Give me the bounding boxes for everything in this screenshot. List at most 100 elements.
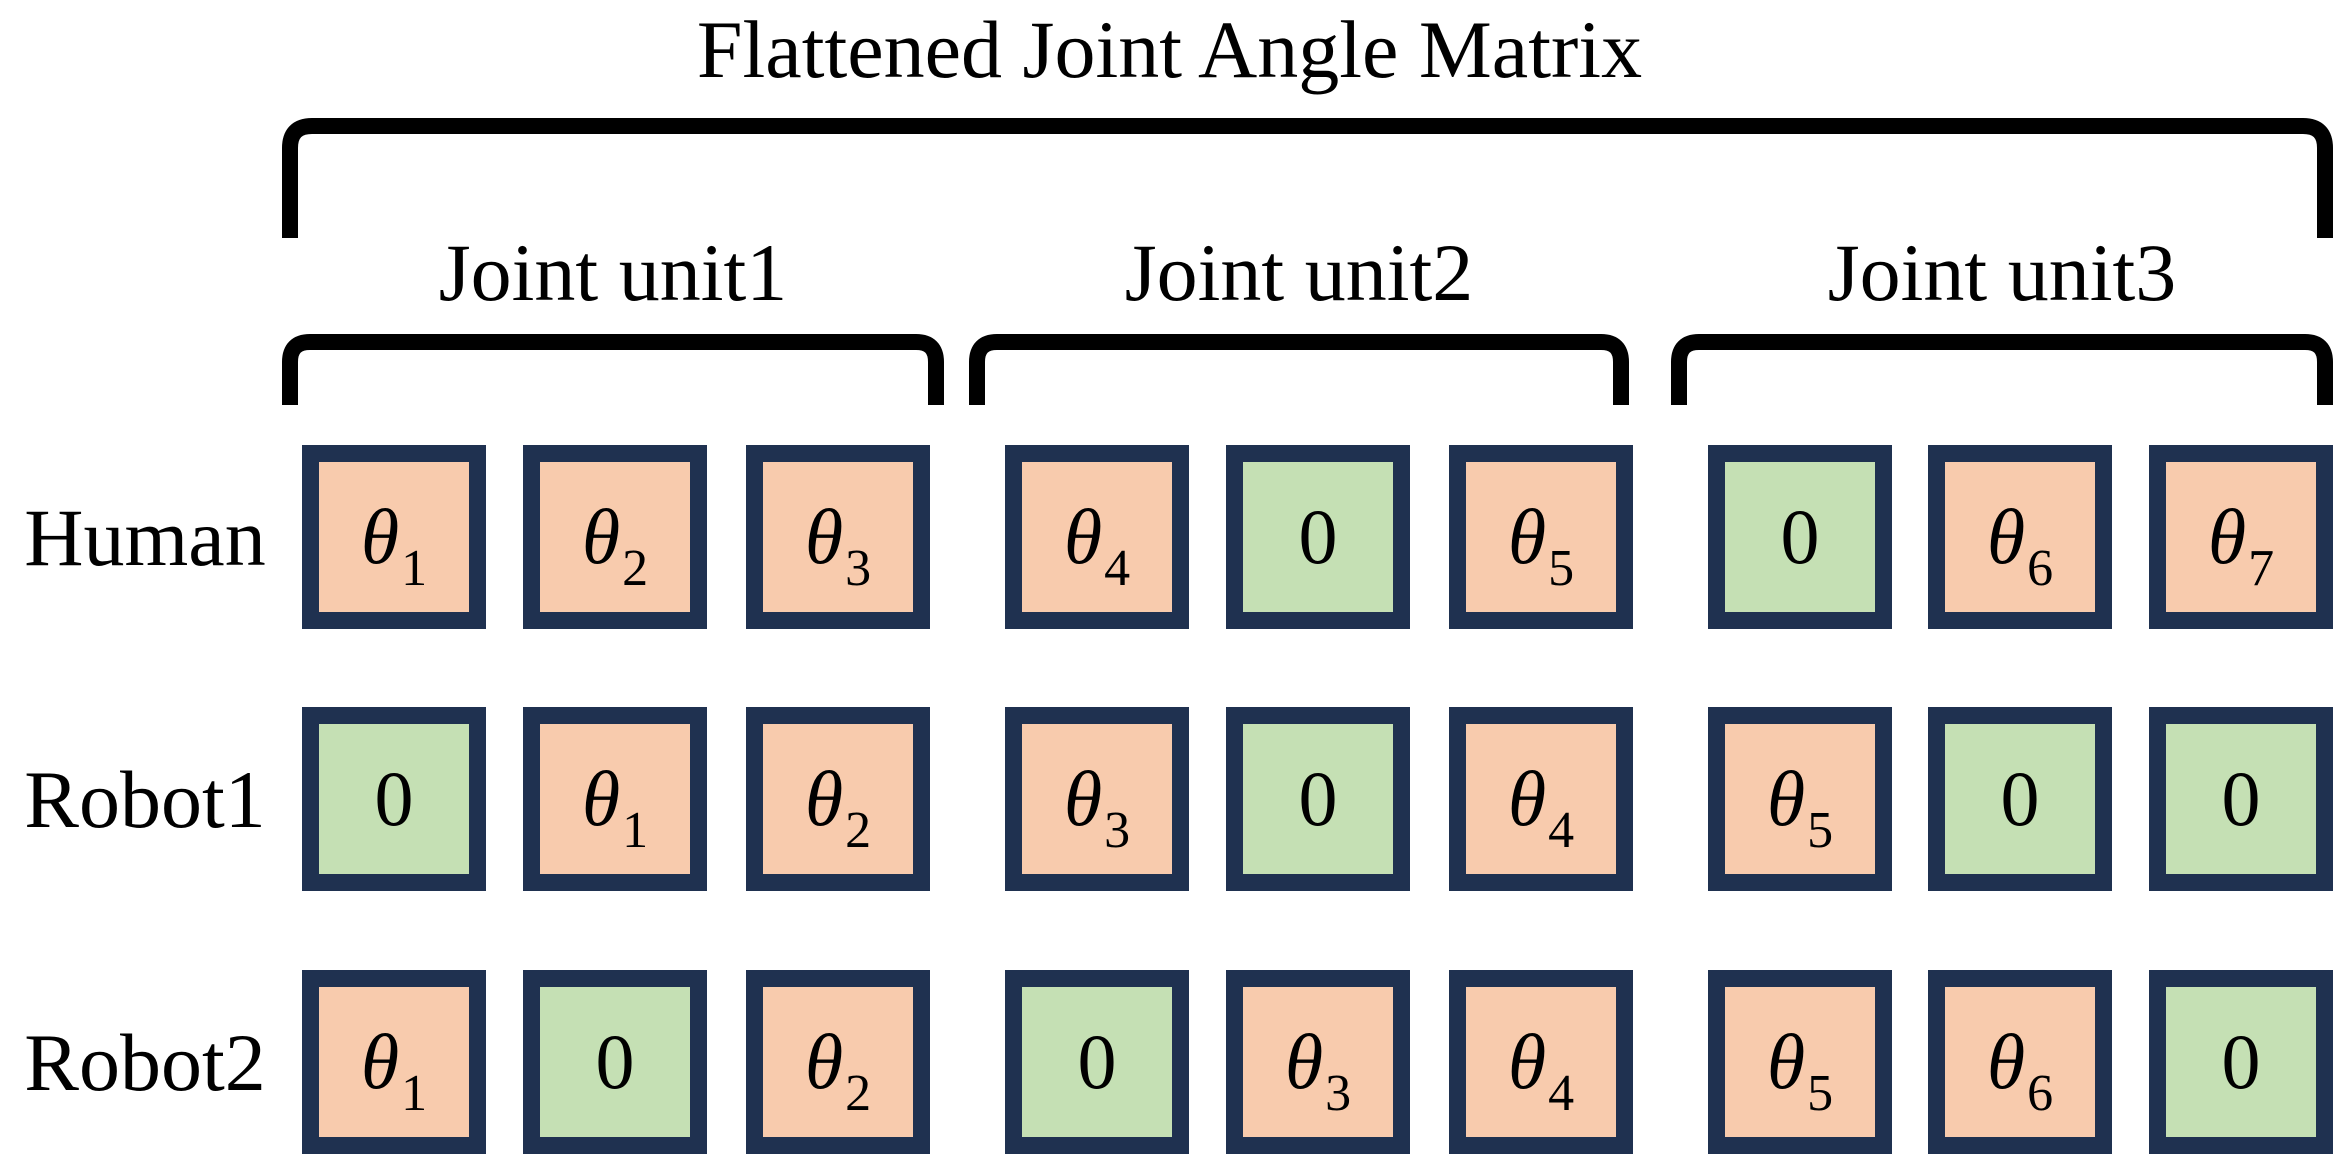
cell-value: 0 — [1078, 1023, 1117, 1101]
cell-value: θ2 — [582, 498, 648, 595]
cell-value: θ5 — [1767, 1023, 1833, 1120]
cell-robot2-8: θ6 — [1928, 970, 2112, 1154]
zero-value: 0 — [1077, 1018, 1117, 1105]
theta-symbol: θ — [1986, 1018, 2026, 1105]
theta-symbol: θ — [2207, 493, 2247, 580]
cell-value: θ4 — [1508, 760, 1574, 857]
cell-robot1-9: 0 — [2149, 707, 2333, 891]
unit-label-2: Joint unit2 — [1124, 227, 1474, 318]
theta-subscript: 4 — [1104, 540, 1131, 597]
theta-subscript: 6 — [2027, 540, 2054, 597]
theta-subscript: 5 — [1548, 540, 1575, 597]
cell-human-8: θ6 — [1928, 445, 2112, 629]
cell-human-4: θ4 — [1005, 445, 1189, 629]
cell-robot1-4: θ3 — [1005, 707, 1189, 891]
zero-value: 0 — [1298, 493, 1338, 580]
cell-human-6: θ5 — [1449, 445, 1633, 629]
row-label-robot2: Robot2 — [24, 1017, 266, 1108]
diagram-title: Flattened Joint Angle Matrix — [696, 4, 1643, 95]
cell-robot2-2: 0 — [523, 970, 707, 1154]
cell-value: θ3 — [1064, 760, 1130, 857]
cell-robot1-6: θ4 — [1449, 707, 1633, 891]
cell-robot2-4: 0 — [1005, 970, 1189, 1154]
zero-value: 0 — [2221, 755, 2261, 842]
cell-robot1-8: 0 — [1928, 707, 2112, 891]
cell-robot2-6: θ4 — [1449, 970, 1633, 1154]
cell-human-7: 0 — [1708, 445, 1892, 629]
theta-subscript: 2 — [845, 802, 872, 859]
theta-subscript: 7 — [2248, 540, 2275, 597]
theta-subscript: 5 — [1807, 1065, 1834, 1122]
cell-value: 0 — [596, 1023, 635, 1101]
theta-symbol: θ — [1766, 755, 1806, 842]
theta-symbol: θ — [360, 493, 400, 580]
cell-value: θ2 — [805, 1023, 871, 1120]
cell-robot1-3: θ2 — [746, 707, 930, 891]
unit1-bracket — [282, 334, 944, 405]
theta-symbol: θ — [360, 1018, 400, 1105]
cell-human-2: θ2 — [523, 445, 707, 629]
cell-value: θ4 — [1064, 498, 1130, 595]
cell-human-3: θ3 — [746, 445, 930, 629]
row-label-robot1: Robot1 — [24, 754, 266, 845]
theta-symbol: θ — [1284, 1018, 1324, 1105]
zero-value: 0 — [2000, 755, 2040, 842]
cell-value: 0 — [375, 760, 414, 838]
theta-subscript: 6 — [2027, 1065, 2054, 1122]
zero-value: 0 — [595, 1018, 635, 1105]
cell-robot1-2: θ1 — [523, 707, 707, 891]
cell-robot1-5: 0 — [1226, 707, 1410, 891]
cell-robot1-1: 0 — [302, 707, 486, 891]
cell-robot2-1: θ1 — [302, 970, 486, 1154]
cell-value: 0 — [1299, 498, 1338, 576]
cell-value: θ5 — [1767, 760, 1833, 857]
cell-value: θ1 — [361, 498, 427, 595]
cell-value: θ5 — [1508, 498, 1574, 595]
theta-symbol: θ — [1507, 755, 1547, 842]
cell-robot2-5: θ3 — [1226, 970, 1410, 1154]
theta-symbol: θ — [1766, 1018, 1806, 1105]
theta-symbol: θ — [804, 1018, 844, 1105]
theta-subscript: 2 — [622, 540, 649, 597]
unit-label-3: Joint unit3 — [1827, 227, 2177, 318]
cell-value: θ2 — [805, 760, 871, 857]
theta-symbol: θ — [581, 493, 621, 580]
cell-value: 0 — [1299, 760, 1338, 838]
cell-human-1: θ1 — [302, 445, 486, 629]
cell-robot2-7: θ5 — [1708, 970, 1892, 1154]
cell-value: θ3 — [1285, 1023, 1351, 1120]
cell-value: θ4 — [1508, 1023, 1574, 1120]
zero-value: 0 — [1780, 493, 1820, 580]
theta-symbol: θ — [804, 493, 844, 580]
theta-subscript: 1 — [622, 802, 649, 859]
theta-subscript: 4 — [1548, 802, 1575, 859]
unit2-bracket — [969, 334, 1629, 405]
theta-symbol: θ — [1063, 493, 1103, 580]
theta-symbol: θ — [1063, 755, 1103, 842]
cell-value: 0 — [1781, 498, 1820, 576]
cell-robot2-9: 0 — [2149, 970, 2333, 1154]
cell-human-5: 0 — [1226, 445, 1410, 629]
cell-value: θ6 — [1987, 1023, 2053, 1120]
cell-value: θ6 — [1987, 498, 2053, 595]
theta-symbol: θ — [581, 755, 621, 842]
zero-value: 0 — [2221, 1018, 2261, 1105]
theta-subscript: 3 — [1104, 802, 1131, 859]
cell-human-9: θ7 — [2149, 445, 2333, 629]
cell-value: 0 — [2001, 760, 2040, 838]
theta-symbol: θ — [1507, 493, 1547, 580]
cell-robot1-7: θ5 — [1708, 707, 1892, 891]
unit3-bracket — [1671, 334, 2333, 405]
zero-value: 0 — [1298, 755, 1338, 842]
row-label-human: Human — [24, 492, 266, 583]
cell-value: θ1 — [361, 1023, 427, 1120]
cell-value: θ1 — [582, 760, 648, 857]
zero-value: 0 — [374, 755, 414, 842]
theta-symbol: θ — [1986, 493, 2026, 580]
theta-subscript: 3 — [1325, 1065, 1352, 1122]
theta-subscript: 5 — [1807, 802, 1834, 859]
cell-value: θ3 — [805, 498, 871, 595]
cell-value: θ7 — [2208, 498, 2274, 595]
theta-subscript: 2 — [845, 1065, 872, 1122]
